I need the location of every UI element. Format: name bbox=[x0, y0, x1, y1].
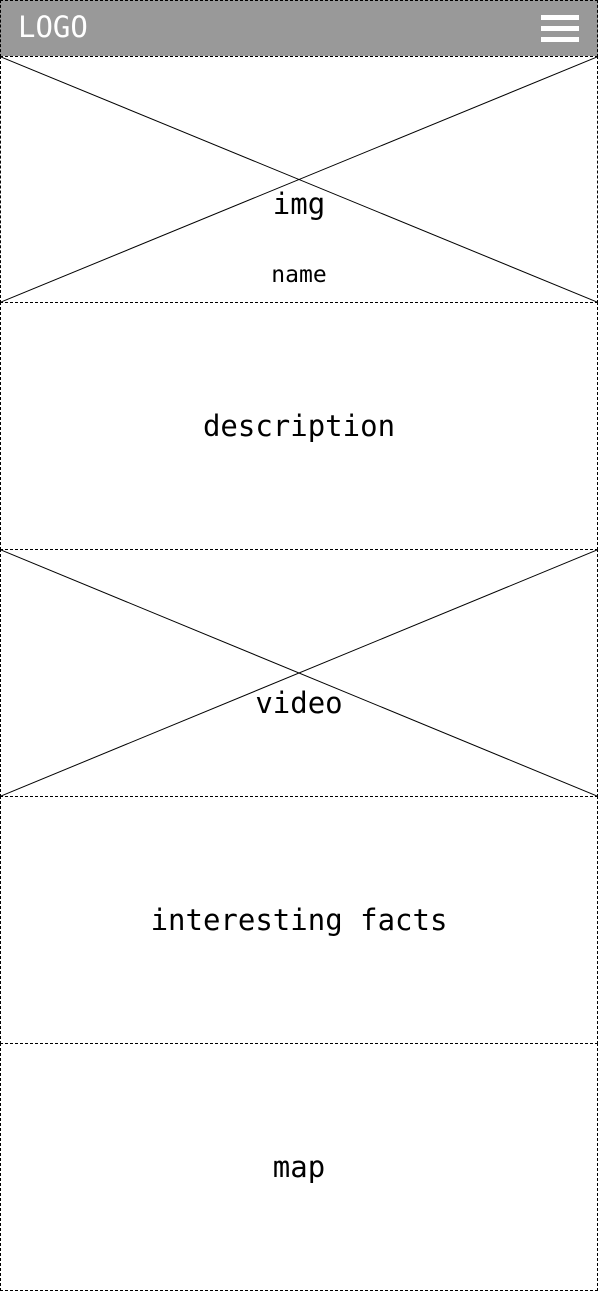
map-label: map bbox=[272, 1150, 326, 1184]
header-bar: LOGO bbox=[0, 0, 598, 57]
name-label: name bbox=[271, 262, 327, 288]
description-label: description bbox=[202, 409, 396, 443]
interesting-facts-section: interesting facts bbox=[0, 796, 598, 1044]
facts-label: interesting facts bbox=[150, 903, 448, 937]
menu-line bbox=[541, 26, 579, 31]
video-section[interactable]: video bbox=[0, 549, 598, 797]
menu-line bbox=[541, 37, 579, 42]
video-placeholder-icon bbox=[1, 550, 597, 796]
logo[interactable]: LOGO bbox=[18, 10, 88, 44]
hamburger-menu-icon[interactable] bbox=[541, 15, 579, 43]
image-label: img bbox=[272, 187, 326, 221]
menu-line bbox=[541, 15, 579, 20]
hero-image-section: img name bbox=[0, 56, 598, 303]
video-label: video bbox=[255, 686, 343, 720]
image-placeholder-icon bbox=[1, 57, 597, 302]
map-section[interactable]: map bbox=[0, 1043, 598, 1291]
description-section: description bbox=[0, 302, 598, 550]
